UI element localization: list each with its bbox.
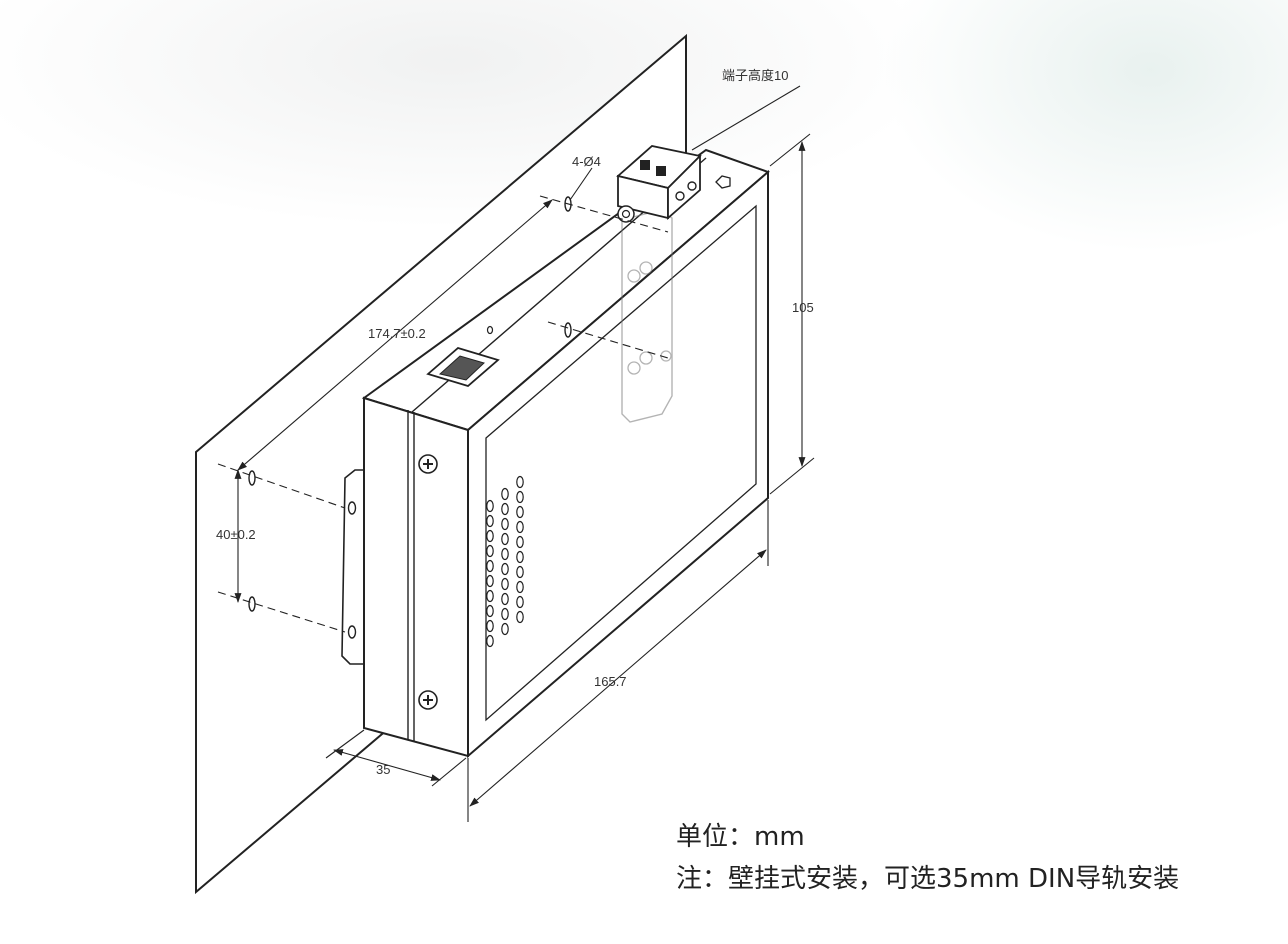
vent-slot bbox=[486, 514, 494, 528]
wall-hole-upper-right bbox=[564, 196, 572, 212]
wall-hole-lower-left bbox=[248, 596, 256, 612]
label-holes: 4-Ø4 bbox=[572, 154, 601, 169]
ground-icon bbox=[617, 205, 635, 223]
ear-hole-bottom bbox=[347, 625, 357, 639]
label-height: 105 bbox=[792, 300, 814, 315]
label-length: 165.7 bbox=[594, 674, 627, 689]
dim-line-174 bbox=[237, 199, 553, 471]
dim-line-35 bbox=[333, 749, 441, 781]
vent-slot bbox=[501, 502, 509, 516]
vent-slot bbox=[501, 487, 509, 501]
ext-line-105-bottom bbox=[769, 457, 815, 495]
ext-line-35-left bbox=[325, 729, 365, 759]
vent-slot bbox=[516, 490, 524, 504]
leader-terminal bbox=[691, 85, 801, 151]
leader-holes bbox=[569, 167, 593, 201]
wall-hole-lower-right bbox=[564, 322, 572, 338]
dim-line-165 bbox=[469, 549, 767, 807]
ext-line-35-right bbox=[431, 757, 467, 787]
label-width: 35 bbox=[376, 762, 390, 777]
screw-bottom-icon bbox=[418, 690, 438, 710]
mounting-note: 注：壁挂式安装，可选35mm DIN导轨安装 bbox=[676, 864, 1180, 894]
ext-line-105-top bbox=[769, 133, 811, 167]
mounting-ear bbox=[341, 469, 365, 665]
wall-hole-upper-left bbox=[248, 470, 256, 486]
unit-note: 单位：mm bbox=[676, 822, 805, 852]
vent-slot bbox=[516, 475, 524, 489]
top-corner-mark-icon bbox=[715, 175, 731, 189]
vent-slot bbox=[501, 517, 509, 531]
projection-lines bbox=[217, 195, 669, 633]
vent-slot bbox=[486, 499, 494, 513]
vent-slot bbox=[516, 520, 524, 534]
ear-hole-top bbox=[347, 501, 357, 515]
label-hole-spacing: 40±0.2 bbox=[216, 527, 256, 542]
screw-top-icon bbox=[418, 454, 438, 474]
label-depth-span: 174.7±0.2 bbox=[368, 326, 426, 341]
vent-slot bbox=[501, 532, 509, 546]
vent-slot bbox=[486, 529, 494, 543]
vent-slot bbox=[516, 505, 524, 519]
label-terminal-height: 端子高度10 bbox=[722, 68, 788, 83]
device-front-face bbox=[363, 396, 469, 758]
vent-slot bbox=[516, 535, 524, 549]
